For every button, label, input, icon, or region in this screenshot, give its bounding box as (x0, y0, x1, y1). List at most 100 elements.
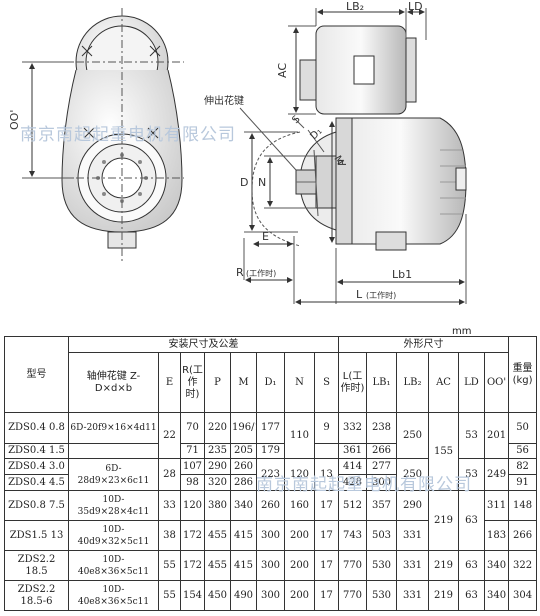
cell-d1: 300 (256, 520, 285, 551)
header-s: S (314, 352, 339, 413)
r-working-label: (工作时) (246, 268, 276, 278)
cell-s: 17 (314, 550, 339, 581)
cell-lb2: 250 (396, 412, 429, 459)
cell-l: 770 (338, 580, 367, 611)
cell-model: ZDS2.2 18.5-6 (4, 580, 69, 611)
p-label: P (336, 159, 349, 166)
cell-s: 17 (314, 520, 339, 551)
table-row: ZDS2.2 18.5-6 10D-40e8×36×5c11 55 154 45… (4, 580, 538, 611)
cell-e: 38 (158, 520, 181, 551)
cell-lb1: 357 (366, 490, 397, 521)
cell-r: 120 (180, 490, 205, 521)
cell-model: ZDS2.2 18.5 (4, 550, 69, 581)
cell-ld: 63 (458, 490, 485, 551)
header-spline: 轴伸花键 Z-D×d×b (68, 352, 159, 413)
watermark-text-table: 南京南起起重电机有限公司 (256, 475, 472, 495)
table-row: ZDS2.2 18.5 10D-40e8×36×5c11 55 172 455 … (4, 550, 538, 581)
cell-l: 743 (338, 520, 367, 551)
cell-l: 332 (338, 412, 367, 444)
cell-spline: 10D-40e8×36×5c11 (68, 550, 159, 581)
cell-ld: 63 (458, 580, 485, 611)
cell-weight: 82 (508, 458, 538, 475)
cell-lb1: 266 (366, 443, 397, 459)
header-ld: LD (458, 352, 485, 413)
cell-n: 200 (284, 580, 315, 611)
table-row: ZDS0.8 7.5 10D-35d9×28×4c11 33 120 380 3… (4, 490, 538, 551)
cell-weight: 50 (508, 412, 538, 444)
cell-oo: 201 (483, 412, 510, 459)
cell-e: 55 (158, 550, 181, 581)
header-e: E (158, 352, 181, 413)
header-outline: 外形尺寸 (337, 336, 510, 353)
cell-ld: 53 (458, 412, 485, 459)
cell-weight: 322 (508, 550, 538, 581)
cell-spline: 10D-35d9×28×4c11 (68, 490, 159, 521)
cell-ac: 155 (428, 412, 459, 491)
cell-r: 107 (180, 458, 205, 475)
header-model: 型号 (4, 336, 69, 413)
cell-r: 98 (180, 474, 205, 491)
cell-ac: 219 (428, 550, 459, 581)
cell-lb1: 530 (366, 580, 397, 611)
cell-p: 320 (204, 474, 231, 491)
header-row-2: 轴伸花键 Z-D×d×b E R(工作时) P M D₁ N S L(工作时) … (5, 352, 537, 413)
cell-p: 455 (204, 550, 231, 581)
cell-l: 512 (338, 490, 367, 521)
oo-dimension-label: OO' (8, 110, 21, 130)
cell-d1: 300 (256, 580, 285, 611)
cell-model: ZDS0.8 7.5 (4, 490, 69, 521)
cell-ac: 219 (428, 580, 459, 611)
cell-l: 361 (338, 443, 367, 459)
unit-label: mm (452, 326, 472, 337)
cell-p: 380 (204, 490, 231, 521)
cell-ac: 219 (428, 490, 459, 551)
cell-lb1: 530 (366, 550, 397, 581)
cell-s: 9 (314, 412, 339, 444)
header-install: 安装尺寸及公差 (68, 336, 339, 353)
cell-r: 172 (180, 520, 205, 551)
cell-p: 235 (204, 443, 231, 459)
cell-oo: 183 (483, 520, 510, 551)
cell-model: ZDS0.4 1.5 (4, 443, 69, 459)
n-label: N (258, 176, 266, 189)
header-lb1: LB₁ (366, 352, 397, 413)
l-label: L (356, 288, 363, 301)
cell-oo: 340 (483, 580, 510, 611)
cell-weight: 304 (508, 580, 538, 611)
cell-lb1: 503 (366, 520, 397, 551)
cell-spline: 10D-40e8×36×5c11 (68, 580, 159, 611)
header-m: M (230, 352, 257, 413)
cell-e: 33 (158, 490, 181, 521)
cell-oo: 311 (483, 490, 510, 521)
cell-r: 71 (180, 443, 205, 459)
header-n: N (284, 352, 315, 413)
cell-r: 154 (180, 580, 205, 611)
cell-d1: 179 (256, 443, 285, 459)
lb1-label: Lb1 (392, 268, 412, 281)
cell-p: 290 (204, 458, 231, 475)
l-working-label: (工作时) (366, 290, 396, 300)
header-row-1: 型号 安装尺寸及公差 外形尺寸 重量(kg) (4, 336, 538, 413)
cell-m: 196/198 (230, 412, 257, 444)
cell-spline: 6D-20f9×16×4d11 (68, 412, 159, 444)
cell-lb2: 331 (396, 580, 429, 611)
cell-s: 17 (314, 490, 339, 521)
cell-m: 340 (230, 490, 257, 521)
cell-s-empty (314, 443, 339, 459)
cell-m: 415 (230, 550, 257, 581)
spline-note-label: 伸出花键 (204, 94, 244, 107)
cell-d1: 177 (256, 412, 285, 444)
table-row: ZDS0.4 1.5 71 235 205 179 361 266 56 (4, 443, 538, 459)
cell-weight: 148 (508, 490, 538, 521)
cell-oo: 249 (483, 458, 510, 491)
cell-e: 28 (158, 458, 181, 491)
cell-spline: 10D-40d9×32×5c11 (68, 520, 159, 551)
cell-r: 70 (180, 412, 205, 444)
cell-model: ZDS0.4 0.8 (4, 412, 69, 444)
cell-e: 22 (158, 412, 181, 459)
header-lb2: LB₂ (396, 352, 429, 413)
cell-p: 450 (204, 580, 231, 611)
cell-lb1: 238 (366, 412, 397, 444)
header-weight: 重量(kg) (508, 336, 538, 413)
cell-spline-empty (68, 443, 159, 459)
